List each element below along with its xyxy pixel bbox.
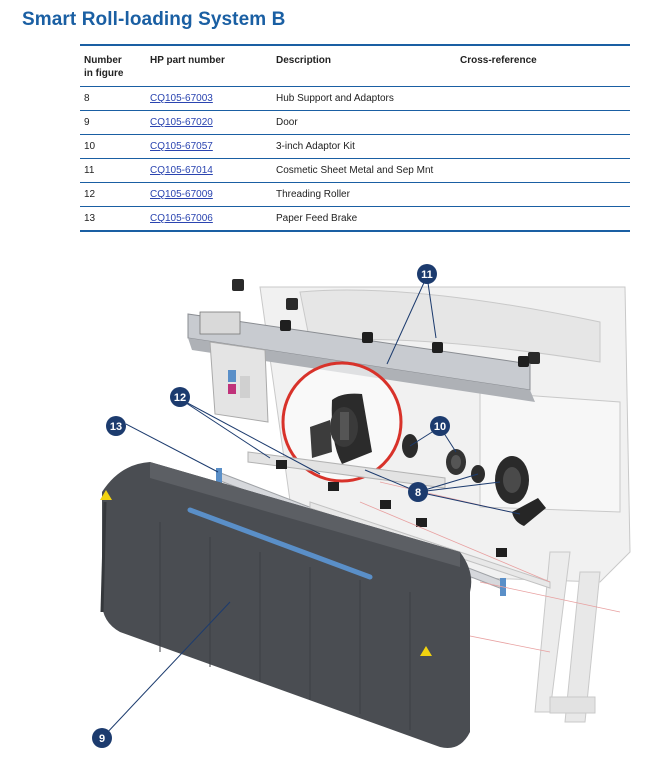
svg-text:13: 13 — [110, 421, 122, 433]
header-description: Description — [276, 55, 332, 66]
table-row: 8 CQ105-67003 Hub Support and Adaptors — [80, 86, 630, 111]
row-description: 3-inch Adaptor Kit — [272, 134, 456, 159]
row-number: 13 — [80, 206, 146, 232]
parts-table: Number in figure HP part number Descript… — [80, 44, 630, 232]
row-number: 8 — [80, 86, 146, 111]
hub-support — [310, 393, 372, 464]
svg-text:11: 11 — [421, 269, 433, 281]
callout-13: 13 — [106, 416, 126, 436]
row-description: Cosmetic Sheet Metal and Sep Mnt — [272, 158, 456, 183]
row-description: Threading Roller — [272, 182, 456, 207]
threading-roller — [247, 451, 507, 557]
callout-11: 11 — [417, 264, 437, 284]
callout-10: 10 — [430, 416, 450, 436]
part-number-link[interactable]: CQ105-67014 — [150, 165, 213, 176]
row-description: Paper Feed Brake — [272, 206, 456, 232]
callout-12: 12 — [170, 387, 190, 407]
header-part-number: HP part number — [150, 55, 225, 66]
callout-9: 9 — [92, 728, 112, 748]
side-cover — [209, 341, 269, 423]
row-number: 11 — [80, 158, 146, 183]
row-number: 12 — [80, 182, 146, 207]
header-cross-reference: Cross-reference — [460, 55, 537, 66]
row-number: 9 — [80, 110, 146, 135]
exploded-parts-figure: 11 12 13 10 8 9 — [92, 264, 631, 748]
row-cross-reference — [456, 206, 630, 232]
part-number-link[interactable]: CQ105-67006 — [150, 213, 213, 224]
table-row: 11 CQ105-67014 Cosmetic Sheet Metal and … — [80, 158, 630, 183]
part-number-link[interactable]: CQ105-67003 — [150, 93, 213, 104]
header-number-in-figure: Number in figure — [84, 55, 124, 79]
door — [100, 462, 472, 748]
table-row: 13 CQ105-67006 Paper Feed Brake — [80, 206, 630, 232]
table-row: 9 CQ105-67020 Door — [80, 110, 630, 135]
row-cross-reference — [456, 182, 630, 207]
row-number: 10 — [80, 134, 146, 159]
row-description: Door — [272, 110, 456, 135]
svg-text:10: 10 — [434, 421, 446, 433]
warning-icon — [420, 646, 432, 656]
frame-mounts — [232, 279, 540, 364]
row-cross-reference — [456, 158, 630, 183]
row-description: Hub Support and Adaptors — [272, 86, 456, 111]
table-header-row: Number in figure HP part number Descript… — [80, 45, 630, 87]
svg-text:9: 9 — [99, 733, 105, 745]
row-cross-reference — [456, 86, 630, 111]
part-number-link[interactable]: CQ105-67057 — [150, 141, 213, 152]
part-number-link[interactable]: CQ105-67009 — [150, 189, 213, 200]
svg-text:12: 12 — [174, 392, 186, 404]
table-row: 10 CQ105-67057 3-inch Adaptor Kit — [80, 134, 630, 159]
table-row: 12 CQ105-67009 Threading Roller — [80, 182, 630, 207]
svg-text:8: 8 — [415, 487, 421, 499]
warning-icon — [100, 490, 112, 500]
row-cross-reference — [456, 134, 630, 159]
page-title: Smart Roll-loading System B — [22, 9, 286, 30]
part-number-link[interactable]: CQ105-67020 — [150, 117, 213, 128]
row-cross-reference — [456, 110, 630, 135]
callout-8: 8 — [408, 482, 428, 502]
